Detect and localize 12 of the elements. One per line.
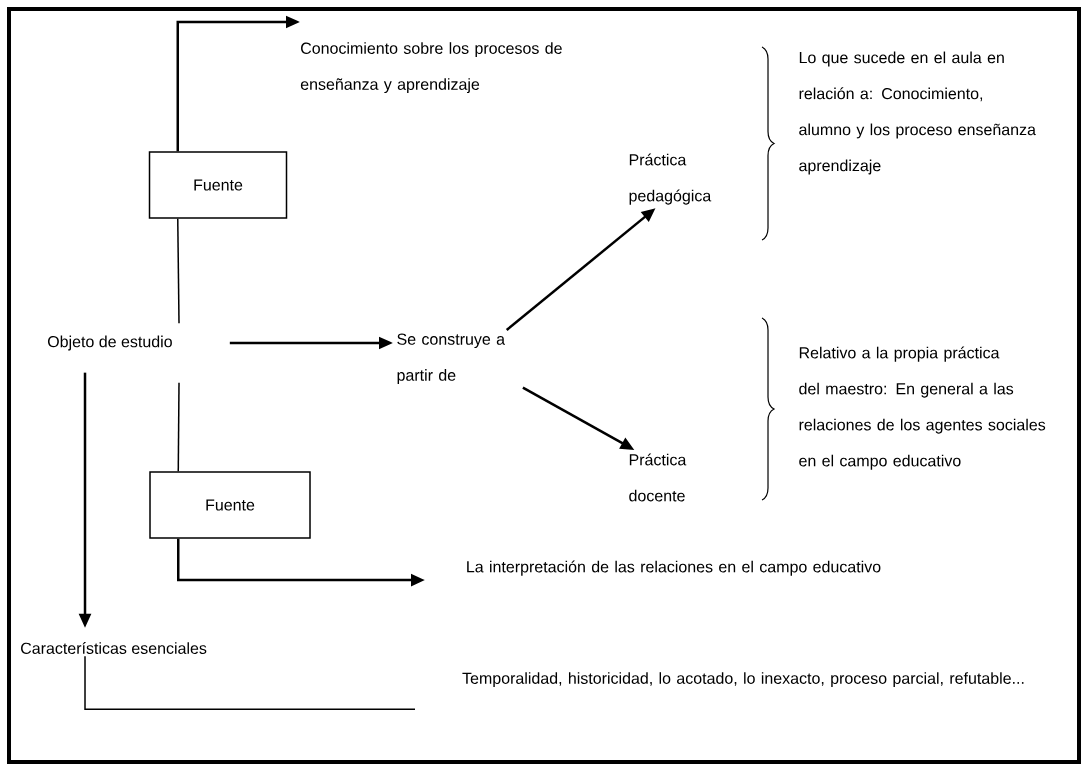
concept-text: Lo que sucede en el aula en relación a: Conocimiento, alumno y los proceso enseñanza aprendizaje: [799, 51, 1036, 175]
concept-text: Se construye a partir de: [397, 333, 505, 385]
concept-text: Características esenciales: [21, 642, 207, 654]
concept-text: Práctica pedagógica: [629, 153, 712, 205]
concept-text: Objeto de estudio: [47, 335, 172, 351]
source-box: Fuente: [149, 471, 311, 539]
source-box: Fuente: [148, 151, 288, 219]
concept-text: Práctica docente: [629, 453, 687, 502]
concept-text: Conocimiento sobre los procesos de enseñanza y aprendizaje: [300, 42, 562, 94]
concept-text: Relativo a la propia práctica del maestro: En general a las relaciones de los agentes sociales en el campo educativo: [799, 346, 1046, 470]
concept-text: Temporalidad, historicidad, lo acotado, lo inexacto, proceso parcial, refutable...: [462, 672, 1024, 688]
concept-text: La interpretación de las relaciones en el campo educativo: [467, 560, 881, 576]
